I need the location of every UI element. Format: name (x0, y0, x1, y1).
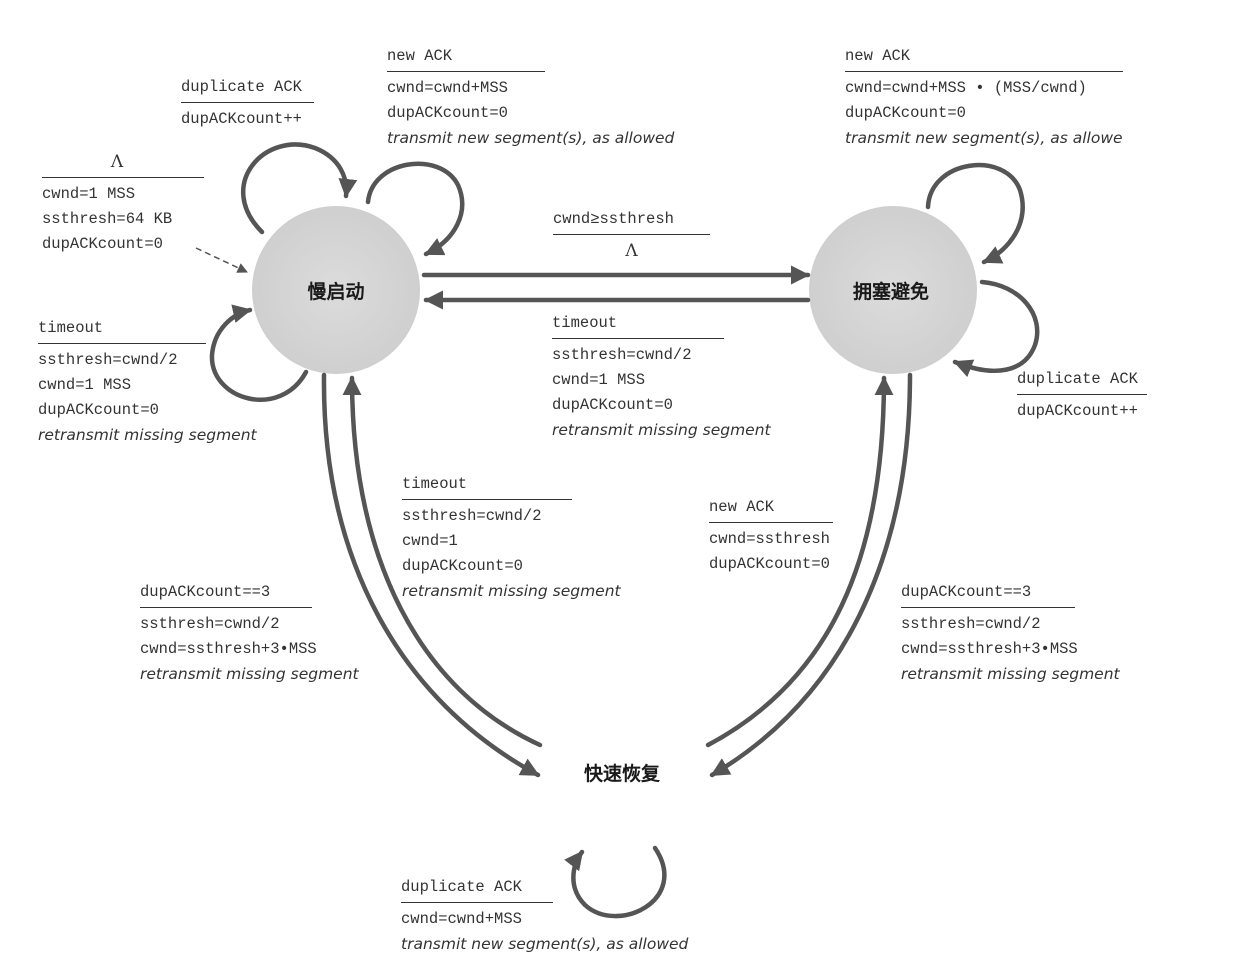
label-initial: Λ cwnd=1 MSS ssthresh=64 KB dupACKcount=… (42, 150, 204, 257)
label-fr-dup-ack: duplicate ACK cwnd=cwnd+MSS transmit new… (401, 875, 688, 957)
label-fr-timeout: timeout ssthresh=cwnd/2 cwnd=1 dupACKcou… (402, 472, 621, 604)
arrow-fr-dup-ack (564, 845, 667, 919)
arrow-ss-timeout (209, 304, 309, 402)
arrow-ca-dup-ack (952, 279, 1040, 378)
label-ca-timeout: timeout ssthresh=cwnd/2 cwnd=1 MSS dupAC… (552, 311, 771, 443)
state-label-congestion-avoidance: 拥塞避免 (853, 280, 929, 303)
state-label-slow-start: 慢启动 (307, 280, 364, 303)
label-ca-new-ack: new ACK cwnd=cwnd+MSS • (MSS/cwnd) dupAC… (845, 44, 1123, 151)
label-ss-timeout: timeout ssthresh=cwnd/2 cwnd=1 MSS dupAC… (38, 316, 257, 448)
label-ss-to-ca: cwnd≥ssthresh Λ (553, 207, 710, 264)
state-fast-recovery-halo (541, 686, 709, 854)
arrow-fr-to-ca (705, 375, 894, 748)
state-congestion-avoidance (809, 206, 977, 374)
label-ss-dup-ack: duplicate ACK dupACKcount++ (181, 75, 314, 132)
label-ss-to-fr: dupACKcount==3 ssthresh=cwnd/2 cwnd=ssth… (140, 580, 359, 687)
arrow-ss-to-fr (321, 372, 541, 778)
arrow-ca-to-fr (709, 372, 913, 778)
label-ss-new-ack: new ACK cwnd=cwnd+MSS dupACKcount=0 tran… (387, 44, 674, 151)
label-fr-new-ack: new ACK cwnd=ssthresh dupACKcount=0 (709, 495, 833, 577)
label-ca-to-fr: dupACKcount==3 ssthresh=cwnd/2 cwnd=ssth… (901, 580, 1120, 687)
arrow-ca-new-ack (925, 163, 1025, 265)
label-ca-dup-ack: duplicate ACK dupACKcount++ (1017, 367, 1147, 424)
arrow-ss-dup-ack (240, 142, 358, 235)
state-label-fast-recovery: 快速恢复 (584, 762, 661, 785)
arrow-fr-to-ss (342, 375, 543, 748)
arrow-ss-new-ack (365, 161, 465, 257)
state-slow-start (252, 206, 420, 374)
